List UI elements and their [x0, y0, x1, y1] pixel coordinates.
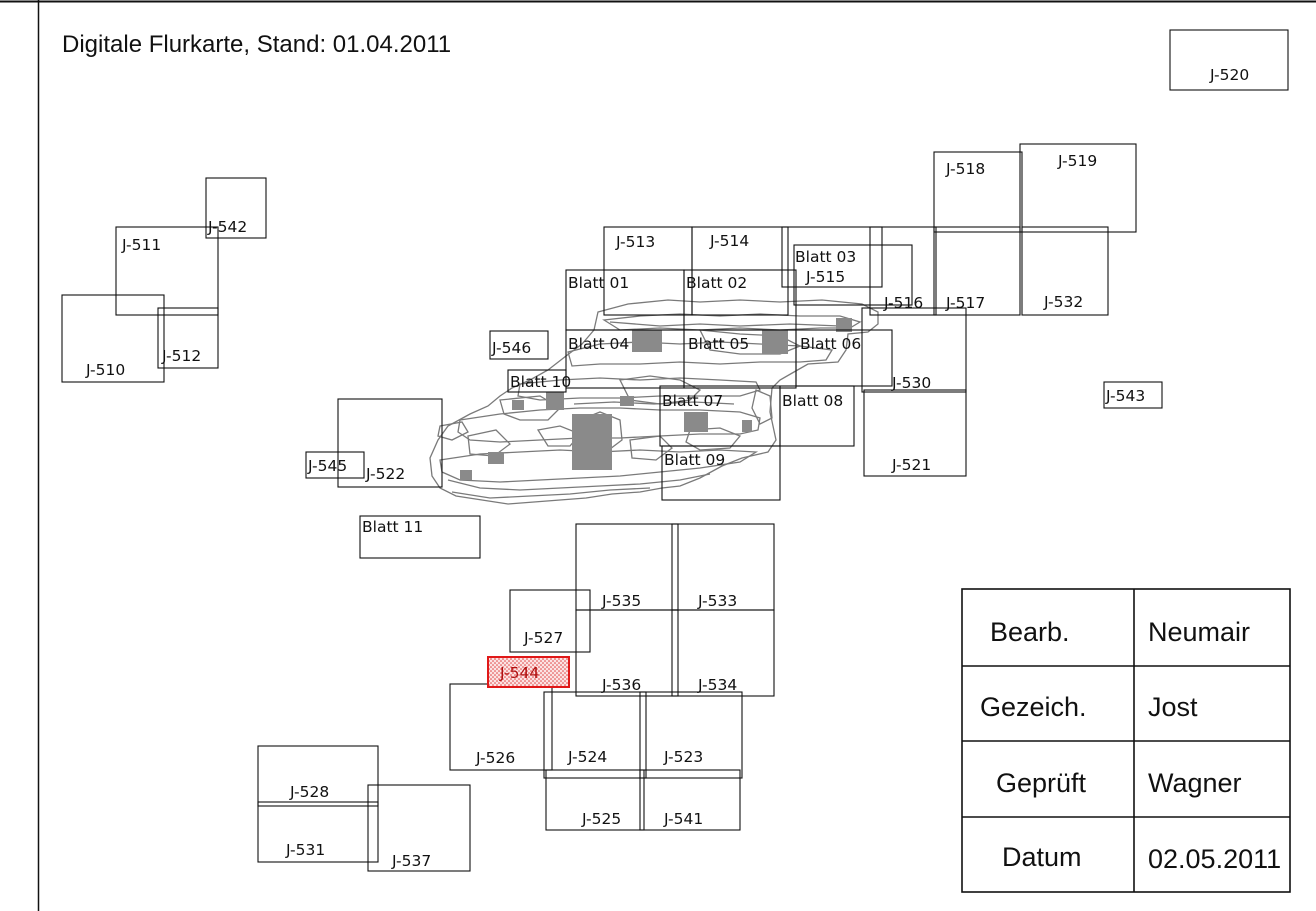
- sheet-label-blatt11: Blatt 11: [362, 518, 423, 536]
- sheet-labels: J-520 J-519 J-518 J-517 J-532 J-516 Blat…: [85, 66, 1249, 870]
- sheet-blatt11-frame[interactable]: [359, 515, 481, 559]
- sheet-label-j513: J-513: [615, 233, 655, 251]
- sheet-label-j532: J-532: [1043, 293, 1083, 311]
- sheet-label-j546: J-546: [491, 339, 531, 357]
- sheet-j523-frame[interactable]: [639, 691, 743, 779]
- sheet-j511-frame[interactable]: [115, 226, 219, 316]
- title-block-label-datum: Datum: [1002, 842, 1082, 872]
- title-block-label-bearb: Bearb.: [990, 617, 1070, 647]
- sheet-blatt03-frame[interactable]: [793, 244, 913, 306]
- sheet-label-j512: J-512: [161, 347, 201, 365]
- sheet-label-j524: J-524: [567, 748, 607, 766]
- sheet-j514-frame[interactable]: [691, 226, 789, 316]
- sheet-label-blatt01: Blatt 01: [568, 274, 629, 292]
- sheet-label-blatt08: Blatt 08: [782, 392, 843, 410]
- sheet-label-blatt06: Blatt 06: [800, 335, 861, 353]
- sheet-grid: [61, 29, 1289, 872]
- sheet-label-j517: J-517: [945, 294, 985, 312]
- sheet-label-j518: J-518: [945, 160, 985, 178]
- sheet-j520-frame[interactable]: [1169, 29, 1289, 91]
- sheet-j532-frame[interactable]: [1021, 226, 1109, 316]
- sheet-blatt08-frame[interactable]: [779, 385, 855, 447]
- sheet-label-j544: J-544: [499, 664, 539, 682]
- sheet-label-j533: J-533: [697, 592, 737, 610]
- sheet-j545-frame[interactable]: [305, 451, 365, 479]
- sheet-j527-frame[interactable]: [509, 589, 591, 653]
- sheet-j546-frame[interactable]: [489, 330, 549, 360]
- sheet-label-blatt02: Blatt 02: [686, 274, 747, 292]
- sheet-j542-frame[interactable]: [205, 177, 267, 239]
- sheet-j512-frame[interactable]: [157, 307, 219, 369]
- sheet-j544-selected-frame[interactable]: [487, 656, 570, 688]
- sheet-j516-frame[interactable]: [869, 226, 937, 316]
- sheet-label-j522: J-522: [365, 465, 405, 483]
- sheet-j517-frame[interactable]: [933, 226, 1021, 316]
- sheet-label-blatt09: Blatt 09: [664, 451, 725, 469]
- sheet-label-blatt03: Blatt 03: [795, 248, 856, 266]
- sheet-j519-frame[interactable]: [1019, 143, 1137, 233]
- sheet-label-j531: J-531: [285, 841, 325, 859]
- parcel-map-drawing: [429, 299, 879, 505]
- sheet-j528-frame[interactable]: [257, 745, 379, 807]
- sheet-label-j528: J-528: [289, 783, 329, 801]
- sheet-label-j545: J-545: [307, 457, 347, 475]
- sheet-j524-frame[interactable]: [543, 691, 647, 779]
- sheet-j543-frame[interactable]: [1103, 381, 1163, 409]
- sheet-j522-frame[interactable]: [337, 398, 443, 488]
- sheet-j518-frame[interactable]: [933, 151, 1023, 233]
- sheet-label-j543: J-543: [1105, 387, 1145, 405]
- sheet-label-j535: J-535: [601, 592, 641, 610]
- title-block-value-datum: 02.05.2011: [1148, 844, 1281, 874]
- sheet-label-j510: J-510: [85, 361, 125, 379]
- sheet-j510-frame[interactable]: [61, 294, 165, 383]
- sheet-j530-frame[interactable]: [861, 307, 967, 393]
- title-block-label-gezeich: Gezeich.: [980, 692, 1087, 722]
- title-block-value-geprueft: Wagner: [1148, 768, 1242, 798]
- sheet-label-j515: J-515: [805, 268, 845, 286]
- sheet-label-j542: J-542: [207, 218, 247, 236]
- sheet-label-j511: J-511: [121, 236, 161, 254]
- sheet-j531-frame[interactable]: [257, 801, 379, 863]
- sheet-j536-frame[interactable]: [575, 609, 679, 697]
- sheet-label-blatt07: Blatt 07: [662, 392, 723, 410]
- sheet-label-j516: J-516: [883, 294, 923, 312]
- sheet-label-j537: J-537: [391, 852, 431, 870]
- sheet-j521-frame[interactable]: [863, 389, 967, 477]
- sheet-label-j526: J-526: [475, 749, 515, 767]
- sheet-label-blatt05: Blatt 05: [688, 335, 749, 353]
- sheet-label-j514: J-514: [709, 232, 749, 250]
- sheet-label-j520: J-520: [1209, 66, 1249, 84]
- sheet-j515-frame[interactable]: [781, 226, 883, 288]
- sheet-blatt10-frame[interactable]: [507, 369, 567, 393]
- title-block-value-gezeich: Jost: [1148, 692, 1198, 722]
- sheet-label-j527: J-527: [523, 629, 563, 647]
- sheet-label-j536: J-536: [601, 676, 641, 694]
- sheet-label-j530: J-530: [891, 374, 931, 392]
- sheet-label-j521: J-521: [891, 456, 931, 474]
- title-block-label-geprueft: Geprüft: [996, 768, 1087, 798]
- map-title: Digitale Flurkarte, Stand: 01.04.2011: [62, 31, 451, 58]
- sheet-j541-frame[interactable]: [639, 769, 741, 831]
- sheet-j534-frame[interactable]: [671, 609, 775, 697]
- sheet-label-j519: J-519: [1057, 152, 1097, 170]
- sheet-label-j525: J-525: [581, 810, 621, 828]
- sheet-blatt09-frame[interactable]: [661, 445, 781, 501]
- sheet-j537-frame[interactable]: [367, 784, 471, 872]
- sheet-label-j523: J-523: [663, 748, 703, 766]
- sheet-label-blatt04: Blatt 04: [568, 335, 629, 353]
- sheet-j525-frame[interactable]: [545, 769, 645, 831]
- sheet-label-j541: J-541: [663, 810, 703, 828]
- title-block-value-bearb: Neumair: [1148, 617, 1250, 647]
- sheet-label-blatt10: Blatt 10: [510, 373, 571, 391]
- sheet-label-j534: J-534: [697, 676, 737, 694]
- title-block: Bearb. Neumair Gezeich. Jost Geprüft Wag…: [961, 588, 1291, 893]
